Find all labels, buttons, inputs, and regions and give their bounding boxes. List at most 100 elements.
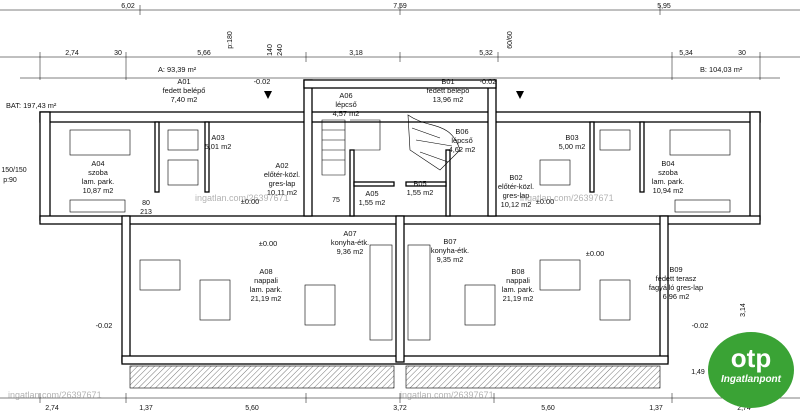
dim-window-p180: p:180 — [227, 31, 234, 49]
room-label-b03: 5,00 m2 — [559, 142, 586, 151]
dim-terrace-149: 1,49 — [691, 369, 705, 376]
dim-bottom-2: 5,60 — [245, 405, 259, 412]
room-label-b04: B04 — [661, 159, 674, 168]
room-label-a04: 10,87 m2 — [83, 186, 114, 195]
room-label-b02: B02 — [509, 173, 522, 182]
dim-window-150: 150/150 — [1, 167, 26, 174]
room-label-b02: gres-lap — [503, 191, 530, 200]
room-label-a07: 9,36 m2 — [337, 247, 364, 256]
watermark: ingatlan.com/26397671 — [520, 193, 614, 203]
room-label-b01: B01 — [441, 77, 454, 86]
logo-subtext: Ingatlanpont — [721, 374, 781, 385]
room-label-a02: A02 — [275, 161, 288, 170]
dim-door-213: 213 — [140, 209, 152, 216]
room-label-a08: 21,19 m2 — [251, 294, 282, 303]
dim-bottom-3: 3,72 — [393, 405, 407, 412]
room-label-a04: A04 — [91, 159, 104, 168]
dim-bottom-6: 2,74 — [737, 405, 751, 412]
dim-bottom-1: 1,37 — [139, 405, 153, 412]
level-a-zero-living: ±0.00 — [259, 239, 277, 248]
room-label-a05: A05 — [365, 189, 378, 198]
room-label-a04: szoba — [88, 168, 109, 177]
dim-top-a-span: 5,66 — [197, 50, 211, 57]
terrace-b-hatch — [405, 365, 661, 389]
otp-logo: otp Ingatlanpont — [708, 332, 794, 408]
dim-window-6060: 60/60 — [507, 31, 514, 49]
room-label-b03: B03 — [565, 133, 578, 142]
room-label-a05: 1,55 m2 — [359, 198, 386, 207]
room-label-a06: A06 — [339, 91, 352, 100]
room-label-a07: konyha-étk. — [331, 238, 369, 247]
watermark: ingatlan.com/26397671 — [8, 390, 102, 400]
dim-top-wall-a: 30 — [114, 50, 122, 57]
dim-top-stair: 3,18 — [349, 50, 363, 57]
room-label-b08: 21,19 m2 — [503, 294, 534, 303]
dim-door-75: 75 — [332, 197, 340, 204]
entrance-arrow-a — [264, 91, 272, 99]
room-label-b04: 10,94 m2 — [653, 186, 684, 195]
room-label-b04: szoba — [658, 168, 679, 177]
level-b-zero-living: ±0.00 — [586, 249, 604, 258]
room-label-b04: lam. park. — [652, 177, 684, 186]
level-b-zero: ±0.00 — [536, 197, 554, 206]
room-label-b01: fedett belépő — [427, 86, 470, 95]
room-label-a02: 10,11 m2 — [267, 188, 297, 197]
room-label-a06: lépcső — [335, 100, 356, 109]
room-label-b07: konyha-étk. — [431, 246, 469, 255]
entrance-arrow-b — [516, 91, 524, 99]
level-a-minus: -0.02 — [254, 77, 271, 86]
dim-door-80: 80 — [142, 200, 150, 207]
dim-top-left-offset: 2,74 — [65, 50, 79, 57]
walls — [39, 79, 761, 365]
dim-top-b-span: 5,32 — [479, 50, 493, 57]
staircase-b — [407, 114, 461, 171]
room-label-b08: lam. park. — [502, 285, 534, 294]
room-label-b09: 6,96 m2 — [663, 292, 690, 301]
room-label-a02: előtér-közl. — [264, 170, 300, 179]
area-total-a: A: 93,39 m² — [158, 65, 197, 74]
watermark: ingatlan.com/26397671 — [195, 193, 289, 203]
level-a-terrace: -0.02 — [96, 321, 113, 330]
room-label-a08: A08 — [259, 267, 272, 276]
top-dimension-lines — [0, 5, 800, 80]
area-total-building: BAT: 197,43 m² — [6, 101, 57, 110]
room-label-b07: 9,35 m2 — [437, 255, 464, 264]
room-label-b09: fagyálló gres-lap — [649, 283, 703, 292]
dim-opening-240: 240 — [277, 44, 284, 56]
dim-opening-140: 140 — [267, 44, 274, 56]
dim-terrace-314: 3,14 — [740, 303, 747, 317]
terrace-a-hatch — [129, 365, 395, 389]
room-label-b05: 1,55 m2 — [407, 188, 434, 197]
room-label-b09: fedett terasz — [656, 274, 697, 283]
dim-bottom-5: 1,37 — [649, 405, 663, 412]
level-a-zero: ±0.00 — [241, 197, 259, 206]
room-label-a04: lam. park. — [82, 177, 114, 186]
room-label-a01: fedett belépő — [163, 86, 206, 95]
room-label-b05: B05 — [413, 179, 426, 188]
dim-window-p90: p:90 — [3, 177, 17, 184]
furniture — [69, 129, 731, 341]
room-label-a03: A03 — [211, 133, 224, 142]
room-label-a07: A07 — [343, 229, 356, 238]
room-label-a06: 4,57 m2 — [333, 109, 360, 118]
room-label-b01: 13,96 m2 — [433, 95, 464, 104]
room-label-a02: gres-lap — [269, 179, 296, 188]
level-b-minus: -0.02 — [480, 77, 497, 86]
staircase-a — [321, 119, 381, 176]
dim-bottom-4: 5,60 — [541, 405, 555, 412]
room-label-a01: 7,40 m2 — [171, 95, 198, 104]
room-label-b08: nappali — [506, 276, 530, 285]
watermark: ingatlan.com/26397671 — [400, 390, 494, 400]
room-label-b09: B09 — [669, 265, 682, 274]
room-label-b06: 4,62 m2 — [449, 145, 476, 154]
room-label-a03: 5,01 m2 — [205, 142, 232, 151]
dim-bottom-0: 2,74 — [45, 405, 59, 412]
room-label-a08: nappali — [254, 276, 278, 285]
room-label-b06: B06 — [455, 127, 468, 136]
room-label-b02: 10,12 m2 — [501, 200, 532, 209]
dim-top-a-width: 6,02 — [121, 3, 135, 10]
logo-text: otp — [730, 343, 772, 373]
room-label-a01: A01 — [177, 77, 190, 86]
